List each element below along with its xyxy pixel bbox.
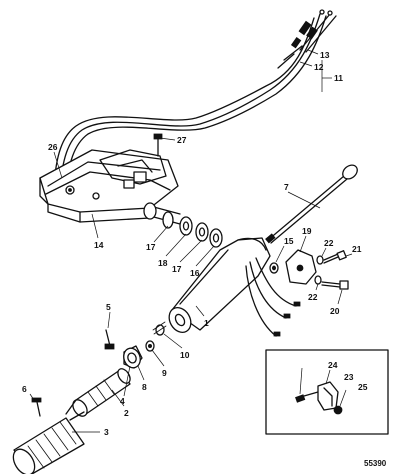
callout-5: 5 <box>106 302 111 312</box>
control-housing-base <box>39 133 181 225</box>
callout-20: 20 <box>330 306 340 316</box>
screw-5 <box>104 343 115 350</box>
callout-27: 27 <box>177 135 187 145</box>
washer <box>162 211 174 229</box>
callout-19: 19 <box>302 226 312 236</box>
callout-23: 23 <box>344 372 354 382</box>
callout-21: 21 <box>352 244 362 254</box>
callout-16: 16 <box>190 268 200 278</box>
pushrod <box>265 164 358 244</box>
lockout-cover <box>269 249 317 285</box>
leader-lines <box>29 49 353 433</box>
callout-25: 25 <box>358 382 368 392</box>
callout-26: 26 <box>48 142 58 152</box>
callout-18: 18 <box>158 258 168 268</box>
callout-3: 3 <box>104 427 109 437</box>
callout-13: 13 <box>320 50 330 60</box>
callout-22: 22 <box>324 238 334 248</box>
figure-number: 55390 <box>364 459 387 468</box>
washer-stack <box>162 211 223 248</box>
callout-11: 11 <box>334 73 343 83</box>
callout-10: 10 <box>180 350 190 360</box>
washer <box>314 275 322 285</box>
callout-1: 1 <box>204 318 209 328</box>
callout-17: 17 <box>172 264 182 274</box>
callout-6: 6 <box>22 384 27 394</box>
callout-14: 14 <box>94 240 104 250</box>
throttle-shaft <box>65 368 131 421</box>
callout-2: 2 <box>124 408 129 418</box>
screw-24 <box>295 394 306 403</box>
pushrod-knob <box>342 164 358 180</box>
grip-and-screw <box>12 397 85 474</box>
callout-24: 24 <box>328 360 338 370</box>
cable-end-fitting <box>306 26 318 40</box>
screw-head <box>339 280 349 290</box>
callout-22: 22 <box>308 292 318 302</box>
nut-25 <box>333 405 343 415</box>
callout-9: 9 <box>162 368 167 378</box>
inset-detail <box>265 349 389 435</box>
callout-4: 4 <box>120 396 125 406</box>
washer <box>316 255 324 265</box>
callout-15: 15 <box>284 236 294 246</box>
callout-17: 17 <box>146 242 156 252</box>
screws-20-21 <box>314 250 349 290</box>
callout-12: 12 <box>314 62 324 72</box>
pivot-bushing <box>143 202 157 220</box>
control-cables <box>53 9 337 193</box>
callout-7: 7 <box>284 182 289 192</box>
callout-labels: 27 26 14 17 18 17 16 7 15 19 22 22 21 20… <box>22 50 368 437</box>
cable-end-fitting <box>290 37 302 49</box>
cable-end-fitting <box>298 20 312 36</box>
screw-head <box>336 250 347 261</box>
small-parts <box>104 321 167 369</box>
callout-8: 8 <box>142 382 147 392</box>
tiller-arm <box>168 237 301 337</box>
